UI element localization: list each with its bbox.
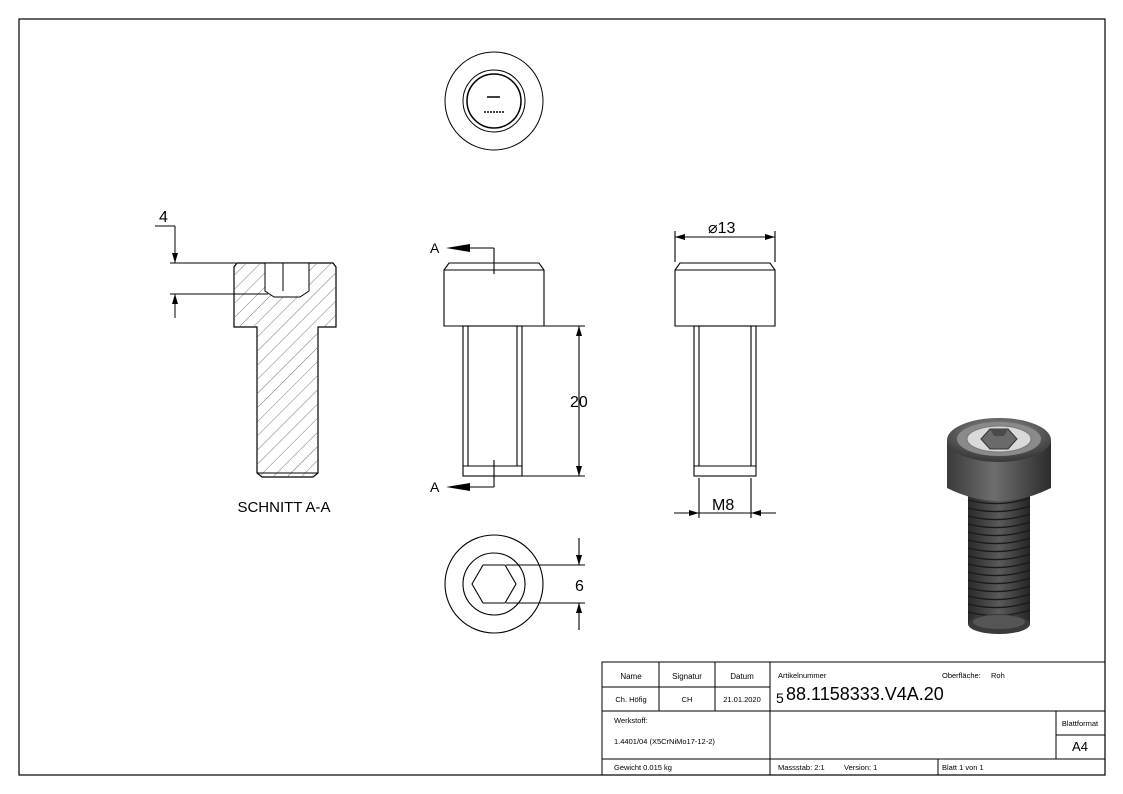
value-signature: CH <box>682 695 693 704</box>
format-label: Blattformat <box>1062 719 1099 728</box>
bolt-3d-render <box>947 418 1051 634</box>
thread-dimension: M8 <box>712 497 734 514</box>
section-arrow-bottom-label: A <box>430 479 440 495</box>
surface-value: Roh <box>991 671 1005 680</box>
section-label: SCHNITT A-A <box>237 499 330 516</box>
section-view: 4 SCHNITT A-A <box>155 209 337 516</box>
scale: Massstab: 2:1 <box>778 763 825 772</box>
material-value: 1.4401/04 (X5CrNiMo17-12-2) <box>614 737 715 746</box>
hex-size-dimension: 6 <box>575 578 584 595</box>
weight: Gewicht 0.015 kg <box>614 763 672 772</box>
top-view <box>444 51 544 151</box>
side-view <box>674 231 776 518</box>
article-number: 88.1158333.V4A.20 <box>786 684 944 704</box>
surface-label: Oberfläche: <box>942 671 981 680</box>
shaft-length-dimension: 20 <box>570 394 588 411</box>
front-view <box>443 247 585 488</box>
sheet-number: Blatt 1 von 1 <box>942 763 984 772</box>
head-depth-dimension: 4 <box>159 209 168 226</box>
bottom-view <box>444 534 585 634</box>
version: Version: 1 <box>844 763 877 772</box>
header-signature: Signatur <box>672 672 702 681</box>
header-name: Name <box>620 672 642 681</box>
head-diameter-dimension: ⌀13 <box>708 220 736 237</box>
article-number-label: Artikelnummer <box>778 671 827 680</box>
article-number-prefix: 5 <box>776 690 784 706</box>
header-date: Datum <box>730 672 754 681</box>
value-date: 21.01.2020 <box>723 695 761 704</box>
section-arrow-top-label: A <box>430 240 440 256</box>
value-name: Ch. Höfig <box>615 695 646 704</box>
material-label: Werkstoff: <box>614 716 647 725</box>
drawing-frame <box>18 18 1106 776</box>
format-value: A4 <box>1072 739 1088 754</box>
title-block <box>601 661 1106 776</box>
